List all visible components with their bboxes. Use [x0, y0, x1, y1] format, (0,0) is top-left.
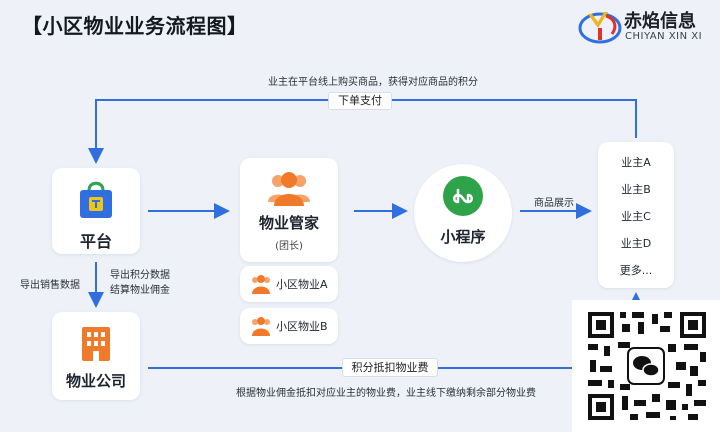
owner-more: 更多...: [619, 264, 653, 277]
flame-logo-icon: [578, 12, 622, 44]
owner-c: 业主C: [621, 210, 651, 223]
wechat-qr-code: [572, 300, 720, 432]
product-show-label: 商品展示: [534, 198, 574, 209]
owners-list: 业主A 业主B 业主C 业主D 更多...: [598, 142, 674, 288]
people-icon: [252, 317, 270, 336]
property-b-label: 小区物业B: [276, 320, 328, 333]
property-manager-label: 物业管家: [258, 214, 319, 232]
platform-node: 平台: [52, 168, 140, 254]
property-a-node: 小区物业A: [240, 266, 338, 302]
property-manager-node: 物业管家 (团长): [240, 158, 338, 262]
bottom-flow-caption: 根据物业佣金抵扣对应业主的物业费，业主线下缴纳剩余部分物业费: [236, 388, 536, 399]
brand-name: 赤焰信息: [624, 11, 696, 32]
mini-program-icon: [443, 176, 483, 216]
people-icon: [268, 172, 310, 206]
property-b-node: 小区物业B: [240, 308, 338, 344]
mini-program-node: 小程序: [414, 164, 512, 262]
property-company-label: 物业公司: [65, 372, 126, 390]
people-icon: [252, 275, 270, 294]
shopping-bag-icon: [80, 181, 112, 218]
platform-label: 平台: [79, 232, 112, 251]
owner-b: 业主B: [621, 183, 651, 196]
brand-subtitle: CHIYAN XIN XI: [625, 31, 703, 42]
property-manager-sublabel: (团长): [275, 241, 303, 252]
building-icon: [82, 327, 110, 361]
property-company-node: 物业公司: [52, 312, 140, 400]
mini-program-label: 小程序: [440, 228, 486, 246]
brand-logo: 赤焰信息 CHIYAN XIN XI: [578, 2, 720, 50]
page-title: 【小区物业业务流程图】: [22, 14, 248, 38]
top-flow-caption: 业主在平台线上购买商品，获得对应商品的积分: [268, 77, 478, 88]
commission-settle-note: 结算物业佣金: [110, 285, 170, 296]
property-a-label: 小区物业A: [276, 278, 328, 291]
order-pay-label: 下单支付: [328, 92, 392, 110]
sales-export-note: 导出销售数据: [20, 280, 80, 291]
points-deduct-label: 积分抵扣物业费: [342, 358, 438, 377]
owner-a: 业主A: [621, 156, 651, 169]
owner-d: 业主D: [620, 237, 652, 250]
points-export-note: 导出积分数据: [110, 270, 170, 281]
